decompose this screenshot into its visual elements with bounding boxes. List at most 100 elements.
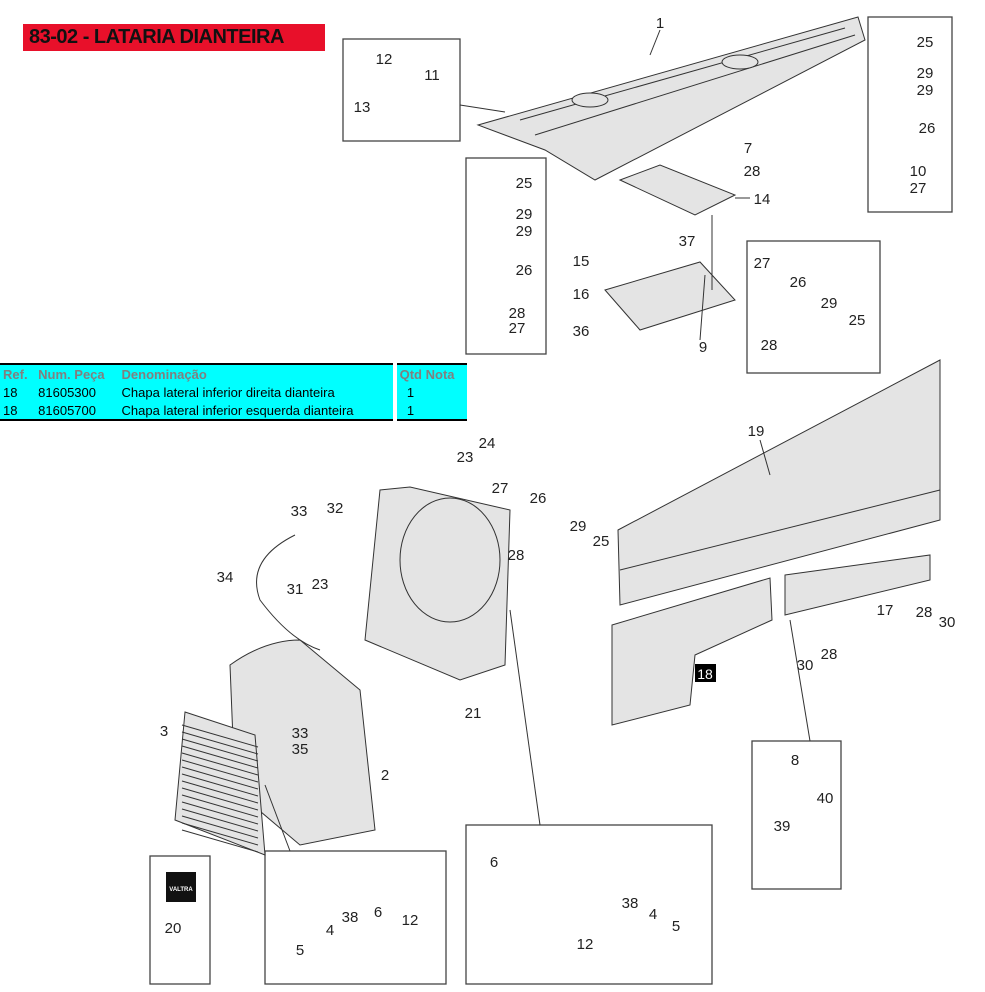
callout-29: 29: [516, 223, 533, 240]
table-row[interactable]: 18 81605300 Chapa lateral inferior direi…: [0, 383, 467, 401]
callout-29: 29: [570, 518, 587, 535]
callout-17: 17: [877, 602, 894, 619]
valtra-emblem: [166, 872, 196, 902]
callout-3: 3: [160, 723, 168, 740]
callout-37: 37: [679, 233, 696, 250]
callout-11: 11: [424, 67, 440, 84]
callout-39: 39: [774, 818, 791, 835]
table-row[interactable]: 18 81605700 Chapa lateral inferior esque…: [0, 401, 467, 420]
callout-36: 36: [573, 323, 590, 340]
grille-slat: [181, 745, 259, 769]
cell-qty: 1: [392, 383, 467, 401]
callout-5: 5: [672, 918, 680, 935]
callout-31: 31: [287, 581, 304, 598]
callout-27: 27: [492, 480, 509, 497]
callout-29: 29: [821, 295, 838, 312]
lower-side-panel-18: [611, 577, 773, 726]
header-qty-note: Qtd Nota: [392, 364, 467, 383]
callout-38: 38: [622, 895, 639, 912]
callout-29: 29: [917, 65, 934, 82]
callout-28: 28: [744, 163, 761, 180]
grille-slat: [181, 787, 259, 811]
header-ref: Ref.: [0, 364, 36, 383]
hood-top-panel: [476, 16, 866, 181]
grille-slat: [181, 815, 259, 839]
cell-part-number: 81605700: [35, 401, 119, 420]
callout-9: 9: [699, 339, 707, 356]
callout-28: 28: [509, 305, 526, 322]
grille-slat: [181, 759, 259, 783]
seal-frame: [618, 164, 737, 216]
callout-30: 30: [939, 614, 956, 631]
highlight-ref-18-box: [695, 664, 716, 682]
grille-slat: [181, 738, 259, 762]
callout-20: 20: [165, 920, 182, 937]
callout-29: 29: [917, 82, 934, 99]
grille-slat: [181, 780, 259, 804]
callout-14: 14: [754, 191, 771, 208]
grille-slat: [181, 752, 259, 776]
cell-description: Chapa lateral inferior direita dianteira: [118, 383, 395, 401]
grille-slat: [181, 724, 259, 748]
callout-highlighted: 18: [697, 666, 713, 682]
callout-23: 23: [457, 449, 474, 466]
callout-35: 35: [292, 741, 309, 758]
page-title: 83-02 - LATARIA DIANTEIRA: [23, 24, 325, 51]
detail-box-pin-clip: [342, 38, 461, 142]
cell-description: Chapa lateral inferior esquerda dianteir…: [118, 401, 395, 420]
callout-27: 27: [509, 320, 526, 337]
grille-slat: [181, 731, 259, 755]
callout-12: 12: [376, 51, 393, 68]
callout-32: 32: [327, 500, 344, 517]
grille-slat: [181, 822, 259, 846]
detail-box-latch: [751, 740, 842, 890]
detail-box-mount-rear: [746, 240, 881, 374]
callout-6: 6: [490, 854, 498, 871]
cell-part-number: 81605300: [35, 383, 119, 401]
grille-slat: [181, 773, 259, 797]
callout-19: 19: [748, 423, 765, 440]
cell-qty: 1: [392, 401, 467, 420]
lower-side-panel-17: [784, 554, 931, 616]
callout-8: 8: [791, 752, 799, 769]
callout-33: 33: [291, 503, 308, 520]
emblem-logo-text: VALTRA: [169, 887, 193, 893]
callout-40: 40: [817, 790, 834, 807]
callout-25: 25: [849, 312, 866, 329]
front-hood-cover: [229, 639, 376, 846]
detail-box-hinge-left: [264, 850, 447, 985]
callout-28: 28: [821, 646, 838, 663]
callout-7: 7: [744, 140, 752, 157]
callout-1: 1: [656, 15, 664, 32]
detail-box-mount-left: [465, 157, 547, 355]
callout-4: 4: [326, 922, 334, 939]
callout-25: 25: [593, 533, 610, 550]
callout-34: 34: [217, 569, 234, 586]
callout-33: 33: [292, 725, 309, 742]
detail-box-hinge-right: [465, 824, 713, 985]
header-description: Denominação: [118, 364, 395, 383]
callout-15: 15: [573, 253, 590, 270]
callout-27: 27: [910, 180, 927, 197]
detail-box-mount-right: [867, 16, 953, 213]
callout-5: 5: [296, 942, 304, 959]
callout-4: 4: [649, 906, 657, 923]
side-fender-panel: [617, 359, 941, 606]
callout-12: 12: [402, 912, 419, 929]
grille-slat: [181, 829, 259, 853]
callout-21: 21: [465, 705, 482, 722]
grille-slat: [181, 808, 259, 832]
callout-28: 28: [761, 337, 778, 354]
grille-slat: [181, 794, 259, 818]
callout-38: 38: [342, 909, 359, 926]
callout-6: 6: [374, 904, 382, 921]
callout-29: 29: [516, 206, 533, 223]
callout-25: 25: [917, 34, 934, 51]
callout-30: 30: [797, 657, 814, 674]
callout-25: 25: [516, 175, 533, 192]
callout-28: 28: [508, 547, 525, 564]
table-header-row: Ref. Num. Peça Denominação Qtd Nota: [0, 364, 467, 383]
callout-26: 26: [516, 262, 533, 279]
callout-2: 2: [381, 767, 389, 784]
callout-12: 12: [577, 936, 594, 953]
